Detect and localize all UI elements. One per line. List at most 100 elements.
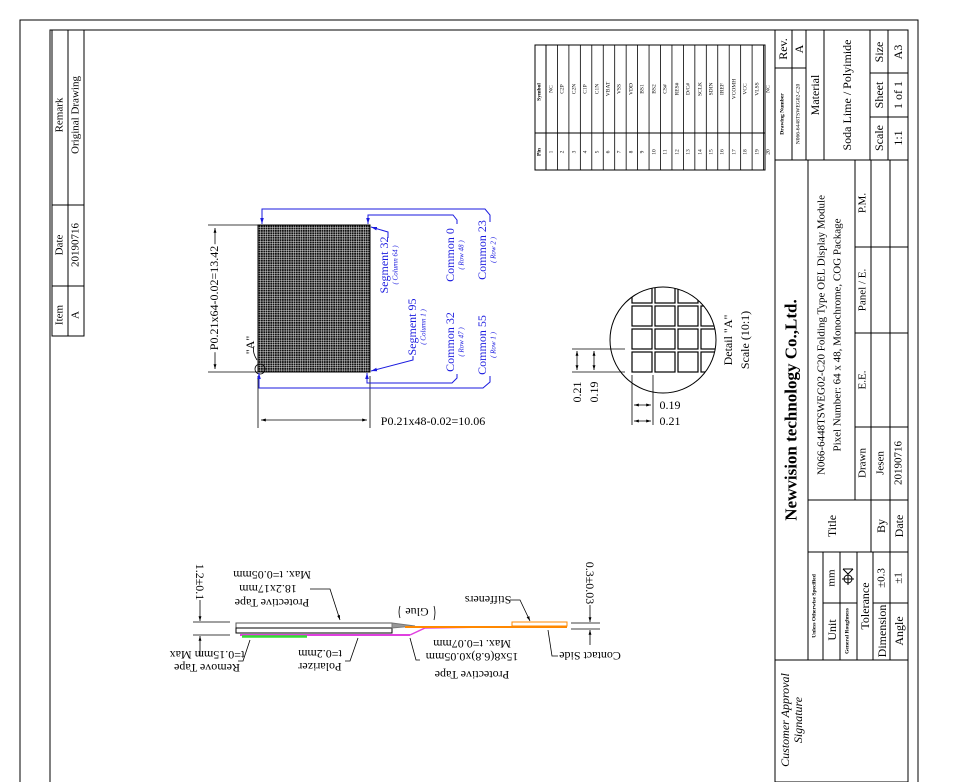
pin-number: 17 xyxy=(731,149,738,155)
sheet-value: 1 of 1 xyxy=(891,81,905,109)
pin-symbol: D/C# xyxy=(685,83,692,95)
detail-pixel xyxy=(724,283,744,303)
top-tape-size: 18.2x17mm xyxy=(239,582,297,596)
common-32-sub: ( Row 47 ) xyxy=(457,327,466,357)
detail-pixel xyxy=(632,260,652,280)
common-23-label: Common 23 xyxy=(475,220,489,280)
drawing-number: N066-6448TSWEG02-C20 xyxy=(795,83,802,145)
segment-32-sub: ( Column 64 ) xyxy=(391,245,400,285)
pin-number-header: Pin xyxy=(536,148,543,156)
pin-symbol: VLSS xyxy=(754,82,761,96)
pin-symbol: VDD xyxy=(628,83,635,95)
bottom-tape-thickness: Max. t=0.07mm xyxy=(433,637,511,651)
pin-symbol: RES# xyxy=(673,82,680,96)
title-line-1: N066-6448TSWEG02-C20 Folding Type OEL Di… xyxy=(815,194,828,476)
pin-symbol: C1N xyxy=(593,83,600,95)
common-0-sub: ( Row 48 ) xyxy=(457,240,466,270)
pin-number: 2 xyxy=(559,150,566,154)
detail-a-title: Detail "A" xyxy=(721,314,735,366)
pin-symbol: NC xyxy=(765,85,772,93)
rev-item: A xyxy=(69,311,82,319)
detail-pixel xyxy=(700,305,716,327)
drawn-by: Jesen xyxy=(874,451,887,475)
remove-tape-thickness: t=0.15mm Max xyxy=(169,648,245,662)
size-value: A3 xyxy=(891,44,905,60)
detail-pixel xyxy=(631,305,653,327)
tolerance-label: Tolerance xyxy=(858,582,872,630)
common-55-sub: ( Row 1 ) xyxy=(489,332,498,358)
size-label: Size xyxy=(872,41,886,63)
pin-number: 12 xyxy=(673,149,680,155)
detail-pixel xyxy=(724,260,744,280)
ee-label: E.E. xyxy=(856,370,869,390)
common-23-sub: ( Row 2 ) xyxy=(489,237,498,263)
common-55-label: Common 55 xyxy=(475,315,489,375)
pin-symbol: C1P xyxy=(582,84,589,94)
drawing-number-label: Drawing Number xyxy=(779,93,786,135)
pin-number: 6 xyxy=(605,150,612,154)
detail-pixel xyxy=(631,328,653,350)
pin-number: 7 xyxy=(616,150,623,154)
pin-number: 9 xyxy=(639,150,646,154)
pin-number: 19 xyxy=(754,149,761,155)
by-label: By xyxy=(874,518,888,534)
angle-tolerance: ±1 xyxy=(892,572,905,584)
contact-side-label: Contact Side xyxy=(559,649,621,663)
customer-approval-label: Customer Approval xyxy=(778,673,792,767)
pin-symbol: VCOMH xyxy=(731,78,738,100)
segment-95-label: Segment 95 xyxy=(405,298,419,356)
pin-symbol: VBAT xyxy=(605,81,612,97)
unit-value: mm xyxy=(825,569,838,587)
pin-number: 13 xyxy=(685,149,692,155)
date-label: Date xyxy=(892,514,906,538)
pin-number: 1 xyxy=(547,150,554,154)
pin-number: 20 xyxy=(765,149,772,155)
detail-pixel xyxy=(678,260,698,280)
rev-value: A xyxy=(792,44,806,54)
pin-number: 4 xyxy=(582,150,589,154)
pin-symbol: VCC xyxy=(742,83,749,95)
pin-symbol: C2N xyxy=(570,83,577,95)
polarizer-name: Polarizer xyxy=(298,660,342,674)
bottom-tape-size: 15x8(6.8)x0.05mm xyxy=(425,650,519,664)
angle-label: Angle xyxy=(892,616,906,646)
glue-label: Glue xyxy=(405,605,429,619)
pin-number: 15 xyxy=(708,149,715,155)
pitch-v-dim: 0.21 xyxy=(570,381,584,403)
pin-number: 18 xyxy=(742,149,749,155)
pitch-h-dim: 0.21 xyxy=(659,414,681,428)
pixel-h-dim: 0.19 xyxy=(659,398,681,412)
rev-header-item: Item xyxy=(53,304,66,326)
dimension-tolerance: ±0.3 xyxy=(875,568,888,588)
pin-number: 3 xyxy=(570,150,577,154)
module-thickness: 1.2±0.1 xyxy=(193,563,207,601)
width-dimension: P0.21x48-0.02=10.06 xyxy=(380,414,486,428)
detail-pixel xyxy=(700,287,716,304)
drawn-label: Drawn xyxy=(856,448,869,478)
pin-number: 8 xyxy=(628,150,635,154)
pin-number: 16 xyxy=(719,149,726,155)
pin-symbol: SCLK xyxy=(696,81,703,97)
detail-pixel xyxy=(654,305,676,327)
unit-label: Unit xyxy=(825,619,839,641)
detail-pixel xyxy=(654,287,676,304)
pm-label: P.M. xyxy=(856,192,869,214)
unless-specified-label: Unless Otherwise Specified xyxy=(811,574,818,638)
title-label: Title xyxy=(825,514,839,538)
rev-remark: Original Drawing xyxy=(69,76,82,154)
detail-pixel xyxy=(677,328,699,350)
rev-header-date: Date xyxy=(53,234,66,256)
pin-symbol: BS1 xyxy=(639,84,646,94)
pin-symbol: IREF xyxy=(719,83,726,95)
rev-header-remark: Remark xyxy=(53,97,66,133)
remove-tape-name: Remove Tape xyxy=(174,661,240,675)
detail-a-marker: "A" xyxy=(243,335,257,355)
detail-pixel xyxy=(654,328,676,350)
detail-pixel xyxy=(701,260,721,280)
pin-symbol: SDIN xyxy=(708,82,715,96)
sheet-label: Sheet xyxy=(872,81,886,109)
detail-pixel xyxy=(677,305,699,327)
panel-label: Panel / E. xyxy=(856,268,869,312)
pin-symbol: CS# xyxy=(662,84,669,94)
